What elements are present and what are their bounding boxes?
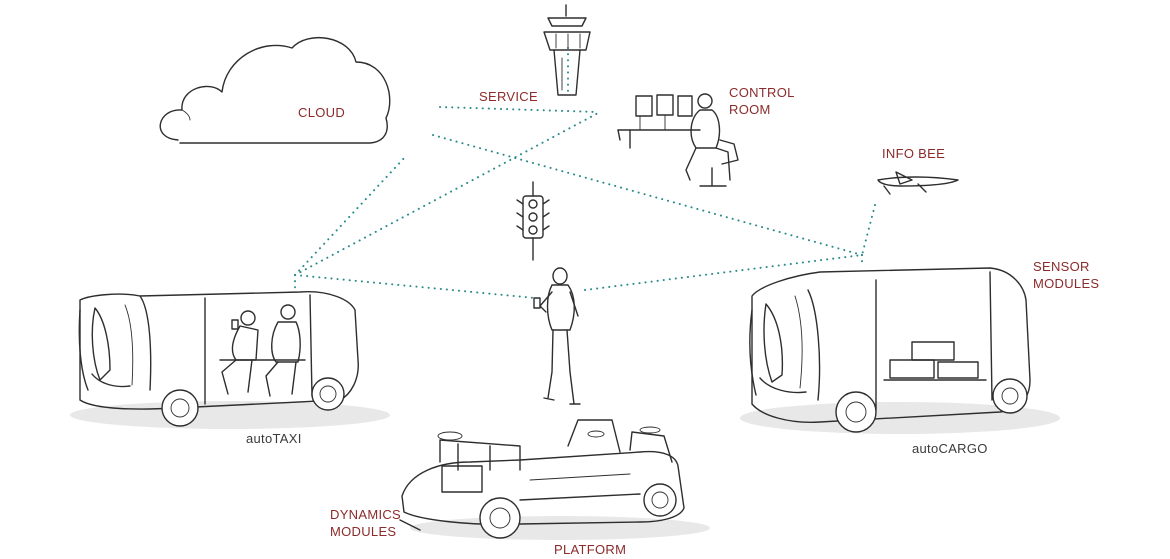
link-service [439,106,599,113]
sensor-modules-label-line1: SENSOR [1033,259,1090,274]
link-drone-cargo [861,204,876,256]
platform-label: PLATFORM [554,542,627,557]
pedestrian-icon [533,267,581,405]
autocargo-vehicle [740,267,1060,434]
link-cloud-cargo [432,134,863,256]
autotaxi-vehicle [70,291,390,429]
link-taxi-cloud [294,154,408,276]
drone-icon [877,171,959,195]
link-taxi-controlroom [294,111,601,276]
dynamics-modules-label-line1: DYNAMICS [330,507,402,522]
service-label: SERVICE [479,89,538,104]
control-tower-icon [543,4,591,96]
dynamics-modules-label-line2: MODULES [330,524,397,539]
connection-links [294,47,876,299]
traffic-light-icon [516,181,550,261]
link-taxi-pedestrian [294,274,536,299]
autotaxi-label: autoTAXI [246,431,302,446]
cloud-label: CLOUD [298,105,346,120]
control-room-label-line2: ROOM [729,102,771,117]
sensor-modules-label-line2: MODULES [1033,276,1100,291]
control-room-icon [617,93,739,187]
control-room-label-line1: CONTROL [729,85,795,100]
platform-chassis [399,419,710,540]
autocargo-label: autoCARGO [912,441,988,456]
link-pedestrian-cargo [584,254,863,291]
cloud-icon [159,36,391,144]
info-bee-label: INFO BEE [882,146,946,161]
